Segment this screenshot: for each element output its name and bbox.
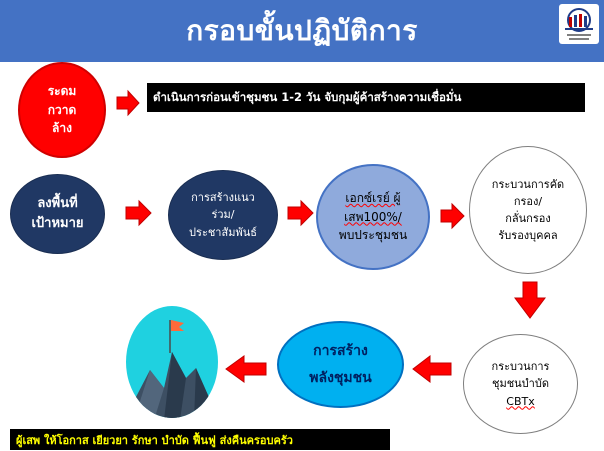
arrow-alliance-to-xray <box>287 199 314 227</box>
screening-line-4: รับรองบุคคล <box>498 229 558 243</box>
screening-node: กระบวนการคัด กรอง/ กลั่นกรอง รับรองบุคคล <box>469 146 587 274</box>
empower-line-2: พลังชุมชน <box>309 369 372 386</box>
alliance-node: การสร้างแนว ร่วม/ ประชาสัมพันธ์ <box>168 170 278 260</box>
alliance-line-3: ประชาสัมพันธ์ <box>189 225 257 239</box>
target-node: ลงพื้นที่ เป้าหมาย <box>10 174 105 254</box>
empower-line-1: การสร้าง <box>313 342 368 359</box>
header-bar <box>0 0 604 62</box>
target-line-2: เป้าหมาย <box>31 216 84 231</box>
cbtx-line-3: CBTx <box>506 394 535 408</box>
prep-line-3: ล้าง <box>52 121 72 136</box>
alliance-line-1: การสร้างแนว <box>191 191 255 205</box>
prep-node: ระดม กวาด ล้าง <box>18 62 106 158</box>
pre-action-note: ดำเนินการก่อนเข้าชุมชน 1-2 วัน จับกุมผู้… <box>147 83 585 112</box>
bottom-note: ผู้เสพ ให้โอกาส เยียวยา รักษา บำบัด ฟื้น… <box>10 429 390 450</box>
logo <box>559 4 599 44</box>
arrow-screening-to-cbtx <box>514 281 546 319</box>
bottom-note-text: ผู้เสพ ให้โอกาส เยียวยา รักษา บำบัด ฟื้น… <box>16 433 293 447</box>
logo-icon <box>565 8 593 40</box>
arrow-prep-to-note <box>116 89 140 117</box>
arrow-target-to-alliance <box>125 199 152 227</box>
xray-line-2: เสพ100%/ <box>344 209 402 224</box>
mountain-goal-icon <box>126 306 218 418</box>
xray-line-3: พบประชุมชน <box>338 228 408 243</box>
alliance-line-2: ร่วม/ <box>211 208 235 222</box>
empower-node: การสร้าง พลังชุมชน <box>277 321 404 408</box>
xray-node: เอกซ์เรย์ ผู้ เสพ100%/ พบประชุมชน <box>316 164 430 270</box>
prep-line-2: กวาด <box>47 102 77 117</box>
pre-action-text: ดำเนินการก่อนเข้าชุมชน 1-2 วัน จับกุมผู้… <box>153 89 462 104</box>
xray-line-1: เอกซ์เรย์ ผู้ <box>345 191 401 206</box>
cbtx-line-2: ชุมชนบำบัด <box>492 377 549 391</box>
arrow-cbtx-to-empower <box>412 354 452 384</box>
arrow-empower-to-goal <box>225 355 267 383</box>
screening-line-1: กระบวนการคัด <box>491 177 565 191</box>
target-line-1: ลงพื้นที่ <box>37 195 78 211</box>
prep-line-1: ระดม <box>47 84 77 99</box>
arrow-xray-to-screening <box>440 202 465 230</box>
cbtx-line-1: กระบวนการ <box>491 360 550 374</box>
screening-line-2: กรอง/ <box>513 194 543 208</box>
screening-line-3: กลั่นกรอง <box>505 212 551 225</box>
cbtx-node: กระบวนการ ชุมชนบำบัด CBTx <box>463 334 578 434</box>
page-title: กรอบขั้นปฏิบัติการ <box>186 14 418 47</box>
